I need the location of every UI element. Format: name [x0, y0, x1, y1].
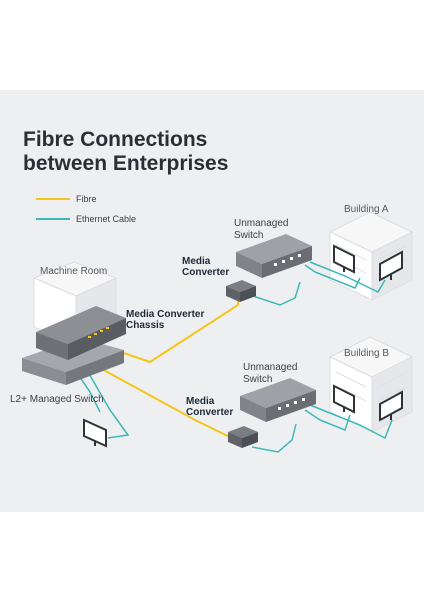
monitor-icon: [379, 250, 403, 282]
media-converter-a-label-2: Converter: [182, 267, 230, 278]
media-converter-chassis: [36, 306, 126, 360]
unmanaged-switch-a-label-1: Unmanaged: [234, 218, 289, 229]
unmanaged-switch-b-label-1: Unmanaged: [243, 362, 298, 373]
building-a-label: Building A: [344, 204, 389, 215]
legend-ethernet-label: Ethernet Cable: [76, 214, 137, 224]
media-converter-b: [228, 426, 258, 448]
chassis-label-2: Chassis: [126, 320, 165, 331]
unmanaged-switch-a: [236, 234, 312, 278]
monitor-icon: [379, 390, 403, 422]
monitor-icon: [83, 418, 107, 448]
monitor-icon: [333, 244, 355, 274]
building-b-label: Building B: [344, 348, 390, 359]
media-converter-b-label-1: Media: [186, 396, 215, 407]
media-converter-b-label-2: Converter: [186, 407, 234, 418]
chassis-label-1: Media Converter: [126, 309, 205, 320]
unmanaged-switch-b: [240, 378, 316, 422]
machine-room-label: Machine Room: [40, 266, 108, 277]
unmanaged-switch-b-label-2: Switch: [243, 374, 273, 385]
monitor-icon: [333, 384, 355, 414]
l2-switch-label: L2+ Managed Switch: [10, 394, 104, 405]
unmanaged-switch-a-label-2: Switch: [234, 230, 264, 241]
media-converter-a: [226, 280, 256, 302]
legend-fibre-label: Fibre: [76, 194, 97, 204]
page-title: Fibre Connections between Enterprises: [23, 128, 228, 176]
title-line-1: Fibre Connections: [23, 128, 208, 151]
ethernet-lines: [74, 261, 393, 453]
media-converter-a-label-1: Media: [182, 256, 211, 267]
title-line-2: between Enterprises: [23, 152, 229, 175]
